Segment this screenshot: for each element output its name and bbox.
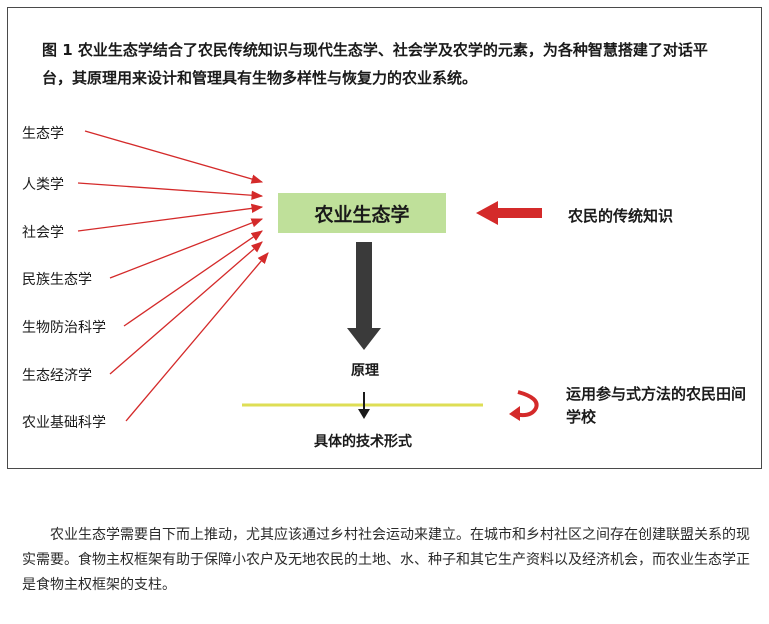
source-label-sociology: 社会学 — [22, 225, 64, 241]
traditional-knowledge-label: 农民的传统知识 — [568, 207, 674, 225]
central-concept-label: 农业生态学 — [314, 203, 410, 226]
figure-frame — [7, 7, 762, 469]
source-label-ethnoecology: 民族生态学 — [22, 272, 92, 288]
source-label-biocontrol: 生物防治科学 — [22, 320, 106, 336]
arrow-agri-science — [125, 252, 269, 422]
source-label-ecology: 生态学 — [22, 126, 64, 142]
arrow-anthropology — [77, 182, 264, 200]
down-arrow — [347, 242, 381, 350]
technical-forms-label: 具体的技术形式 — [314, 434, 412, 450]
source-label-ecoeconomics: 生态经济学 — [22, 368, 92, 384]
farmer-field-school-label: 运用参与式方法的农民田间学校 — [566, 385, 747, 426]
figure-caption: 图 1 农业生态学结合了农民传统知识与现代生态学、社会学及农学的元素，为各种智慧… — [42, 41, 708, 87]
arrow-ecoeconomics — [109, 241, 263, 375]
arrow-biocontrol — [123, 230, 263, 327]
source-label-agri-science: 农业基础科学 — [22, 415, 106, 431]
arrow-ethnoecology — [109, 218, 264, 279]
principle-label: 原理 — [351, 363, 379, 379]
source-label-anthropology: 人类学 — [22, 177, 64, 193]
body-paragraph: 农业生态学需要自下而上推动，尤其应该通过乡村社会运动来建立。在城市和乡村社区之间… — [22, 527, 750, 593]
central-concept-box: 农业生态学 — [278, 193, 446, 233]
arrow-ecology — [84, 130, 264, 184]
big-red-arrow — [476, 201, 542, 225]
cycle-arrow-head — [509, 406, 520, 421]
small-down-arrowhead — [358, 409, 370, 419]
arrow-sociology — [77, 203, 264, 232]
cycle-arrow-icon — [513, 390, 539, 418]
